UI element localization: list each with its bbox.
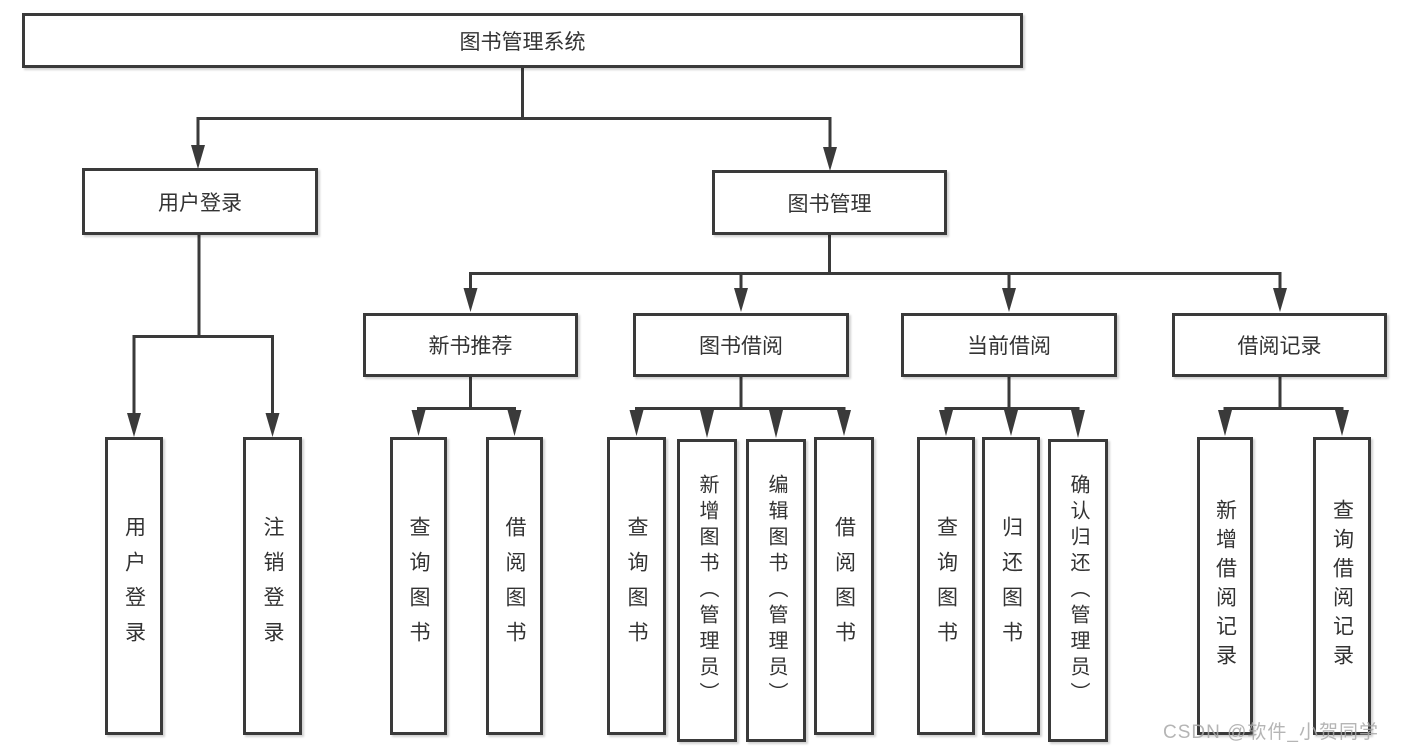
node-label: 归还图书 [999,516,1023,656]
node-new-book-recommend: 新书推荐 [363,313,578,377]
node-label: 新增借阅记录 [1213,499,1237,673]
leaf-confirm-return-admin: 确认归还（管理员） [1048,439,1108,742]
node-book-management: 图书管理 [712,170,947,235]
leaf-query-books-1: 查询图书 [390,437,447,735]
leaf-add-borrow-record: 新增借阅记录 [1197,437,1253,735]
node-label: 图书借阅 [699,335,783,358]
node-label: 新增图书（管理员） [696,473,718,708]
leaf-return-book: 归还图书 [982,437,1040,735]
leaf-query-borrow-record: 查询借阅记录 [1313,437,1371,735]
node-label: 查询图书 [625,516,648,656]
leaf-borrow-books-1: 借阅图书 [486,437,543,735]
node-label: 用户登录 [122,516,146,656]
leaf-add-book-admin: 新增图书（管理员） [677,439,737,742]
leaf-user-login: 用户登录 [105,437,163,735]
node-label: 借阅图书 [503,516,526,656]
node-label: 图书管理 [787,192,872,216]
node-book-borrowing: 图书借阅 [633,313,849,377]
node-borrowing-records: 借阅记录 [1172,313,1387,377]
node-label: 借阅图书 [832,516,856,656]
node-user-login: 用户登录 [82,168,318,235]
csdn-watermark: CSDN @软件_小贺同学 [1163,722,1379,743]
node-label: 用户登录 [158,191,242,215]
arrowheads [127,145,1349,438]
node-label: 当前借阅 [967,335,1051,358]
node-label: 新书推荐 [428,335,513,358]
node-label: 查询借阅记录 [1330,499,1354,673]
node-label: 注销登录 [261,516,284,656]
node-label: 确认归还（管理员） [1067,473,1089,708]
node-label: 编辑图书（管理员） [765,473,787,708]
node-current-borrowing: 当前借阅 [901,313,1117,377]
node-library-management-system: 图书管理系统 [22,13,1023,68]
node-label: 查询图书 [407,516,430,656]
leaf-query-books-3: 查询图书 [917,437,975,735]
node-label: 借阅记录 [1237,335,1322,358]
leaf-borrow-books-2: 借阅图书 [814,437,874,735]
node-label: 查询图书 [934,516,958,656]
leaf-edit-book-admin: 编辑图书（管理员） [746,439,806,742]
leaf-query-books-2: 查询图书 [607,437,666,735]
leaf-logout: 注销登录 [243,437,302,735]
node-label: 图书管理系统 [459,30,586,54]
